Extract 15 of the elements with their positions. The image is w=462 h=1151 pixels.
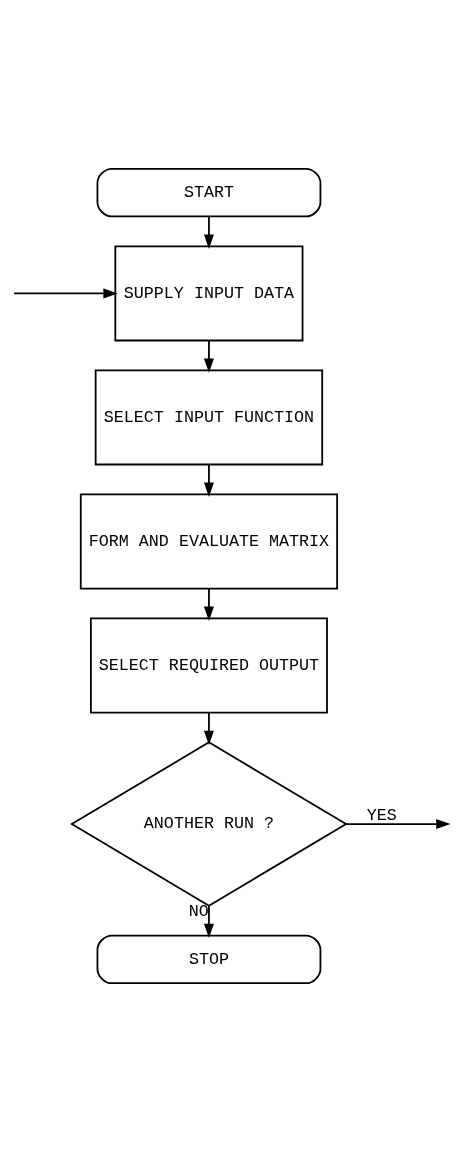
arrow	[203, 587, 214, 621]
arrow	[203, 339, 214, 373]
node-box: SELECT REQUIRED OUTPUT	[90, 616, 328, 713]
node-box: STOP	[96, 934, 322, 984]
arrow	[203, 215, 214, 249]
node-box: START	[96, 167, 322, 217]
arrow	[203, 463, 214, 497]
node-box: SUPPLY INPUT DATA	[114, 244, 304, 341]
arrow	[345, 818, 451, 829]
node-box: FORM AND EVALUATE MATRIX	[79, 492, 339, 589]
arrow	[13, 287, 118, 298]
arrow	[203, 711, 214, 745]
node-box: SELECT INPUT FUNCTION	[94, 368, 324, 465]
arrow	[203, 904, 214, 938]
edge-label: YES	[366, 805, 397, 824]
